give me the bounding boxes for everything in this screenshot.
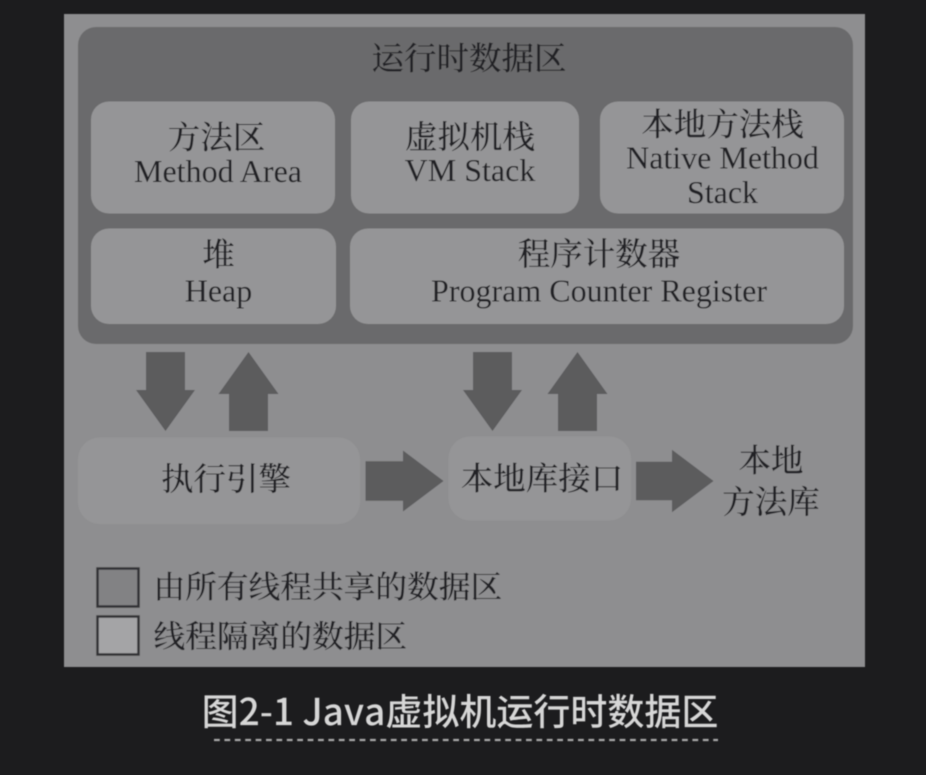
svg-text:Stack: Stack bbox=[687, 174, 758, 210]
svg-text:VM Stack: VM Stack bbox=[405, 152, 536, 188]
svg-text:Heap: Heap bbox=[185, 273, 253, 309]
svg-text:Program Counter Register: Program Counter Register bbox=[431, 273, 767, 309]
svg-text:Native Method: Native Method bbox=[626, 140, 819, 176]
svg-text:Method Area: Method Area bbox=[134, 153, 302, 189]
